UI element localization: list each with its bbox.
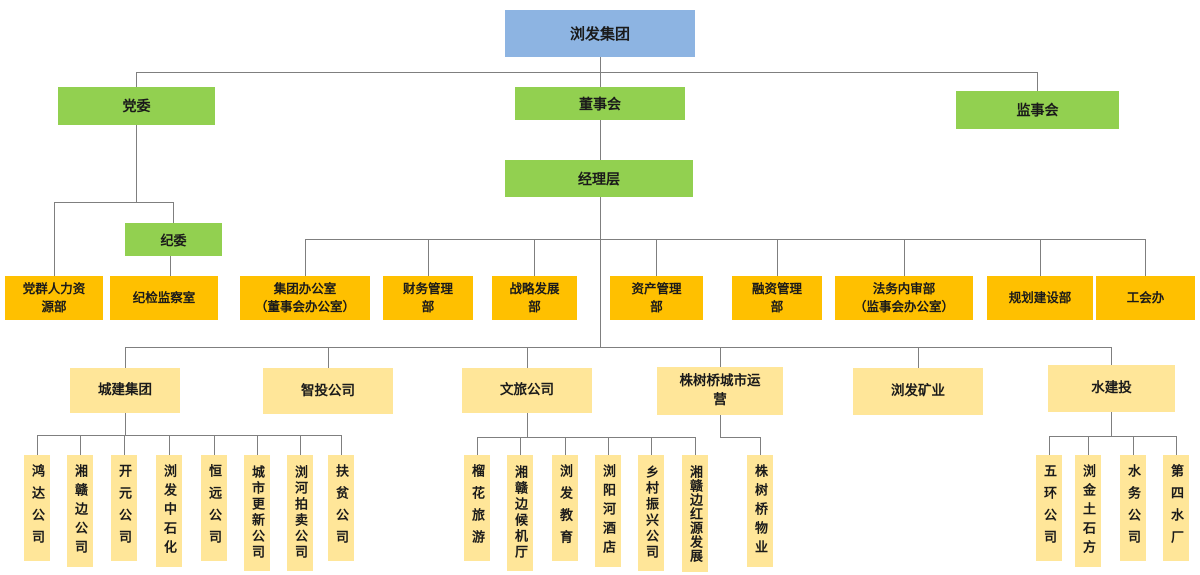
node-urban-renewal-company: 城市更新公司 — [244, 455, 270, 571]
node-hengyuan-company: 恒远公司 — [201, 455, 227, 561]
connector-line — [54, 202, 174, 203]
connector-line — [170, 256, 171, 276]
connector-line — [305, 239, 1146, 240]
node-zhushuqiao-urban-operation: 株树桥城市运 营 — [657, 367, 783, 415]
connector-line — [720, 437, 761, 438]
connector-line — [257, 435, 258, 455]
connector-line — [656, 239, 657, 276]
connector-line — [428, 239, 429, 276]
node-shuiwu-company: 水务公司 — [1120, 455, 1146, 561]
node-board-of-directors: 董事会 — [515, 87, 685, 120]
connector-line — [1111, 412, 1112, 436]
connector-line — [341, 435, 342, 455]
connector-line — [125, 347, 1112, 348]
node-strategy-development-dept: 战略发展 部 — [492, 276, 577, 320]
node-liuhe-auction-company: 浏河拍卖公司 — [287, 455, 313, 571]
connector-line — [1049, 436, 1050, 455]
node-xiangganbian-company: 湘赣边公司 — [67, 455, 93, 567]
connector-line — [720, 347, 721, 367]
node-rural-revitalization-company: 乡村振兴公司 — [638, 455, 664, 571]
connector-line — [527, 347, 528, 368]
node-kaiyuan-company: 开元公司 — [111, 455, 137, 561]
connector-line — [477, 437, 478, 455]
node-xiangganbian-hongyuan-dev: 湘赣边红源发展 — [682, 455, 708, 572]
node-liufa-group: 浏发集团 — [505, 10, 695, 57]
node-shuijiantou: 水建投 — [1048, 365, 1175, 412]
node-party-mass-hr-dept: 党群人力资 源部 — [5, 276, 103, 320]
connector-line — [695, 437, 696, 455]
connector-line — [608, 437, 609, 455]
connector-line — [600, 72, 601, 87]
connector-line — [136, 125, 137, 202]
connector-line — [136, 72, 137, 87]
node-zhushuqiao-property: 株树桥物业 — [747, 455, 773, 567]
node-xiangganbian-terminal: 湘赣边候机厅 — [507, 455, 533, 571]
node-zhitou-company: 智投公司 — [263, 368, 393, 414]
node-group-office: 集团办公室 （董事会办公室） — [240, 276, 370, 320]
connector-line — [214, 435, 215, 455]
node-hongda-company: 鸿达公司 — [24, 455, 50, 561]
node-planning-construction-dept: 规划建设部 — [987, 276, 1093, 320]
connector-line — [520, 437, 521, 455]
connector-line — [1133, 436, 1134, 455]
connector-line — [918, 347, 919, 368]
node-labor-union-office: 工会办 — [1096, 276, 1195, 320]
connector-line — [651, 437, 652, 455]
node-financing-management-dept: 融资管理 部 — [732, 276, 822, 320]
node-legal-internal-audit-dept: 法务内审部 （监事会办公室） — [835, 276, 973, 320]
connector-line — [1111, 347, 1112, 365]
connector-line — [37, 435, 38, 455]
connector-line — [477, 437, 696, 438]
connector-line — [136, 72, 1038, 73]
connector-line — [125, 347, 126, 368]
node-discipline-inspection-office: 纪检监察室 — [110, 276, 218, 320]
node-liufa-mining: 浏发矿业 — [853, 368, 983, 415]
node-liufa-sinopec: 浏发中石化 — [156, 455, 182, 567]
node-chengjian-group: 城建集团 — [70, 368, 180, 413]
connector-line — [37, 435, 342, 436]
node-fupin-company: 扶贫公司 — [328, 455, 354, 561]
node-wenlv-company: 文旅公司 — [462, 368, 592, 413]
node-management-level: 经理层 — [505, 160, 693, 197]
connector-line — [54, 202, 55, 276]
node-party-committee: 党委 — [58, 87, 215, 125]
connector-line — [600, 57, 601, 72]
connector-line — [328, 347, 329, 368]
connector-line — [173, 202, 174, 223]
node-finance-management-dept: 财务管理 部 — [383, 276, 473, 320]
connector-line — [1049, 436, 1177, 437]
connector-line — [600, 120, 601, 160]
node-liujin-earthwork: 浏金土石方 — [1075, 455, 1101, 567]
node-liufa-education: 浏发教育 — [552, 455, 578, 561]
node-liuyanghe-hotel: 浏阳河酒店 — [595, 455, 621, 567]
connector-line — [124, 435, 125, 455]
connector-line — [1088, 436, 1089, 455]
connector-line — [600, 197, 601, 347]
connector-line — [300, 435, 301, 455]
connector-line — [1040, 239, 1041, 276]
node-liuhua-tourism: 榴花旅游 — [464, 455, 490, 561]
connector-line — [720, 415, 721, 437]
node-supervisory-board: 监事会 — [956, 91, 1119, 129]
connector-line — [527, 413, 528, 437]
connector-line — [80, 435, 81, 455]
node-asset-management-dept: 资产管理 部 — [610, 276, 703, 320]
connector-line — [565, 437, 566, 455]
connector-line — [125, 413, 126, 435]
connector-line — [904, 239, 905, 276]
connector-line — [777, 239, 778, 276]
connector-line — [1037, 72, 1038, 91]
connector-line — [760, 437, 761, 455]
connector-line — [169, 435, 170, 455]
node-discipline-committee: 纪委 — [125, 223, 222, 256]
connector-line — [534, 239, 535, 276]
connector-line — [305, 239, 306, 276]
connector-line — [1145, 239, 1146, 276]
node-wuhuan-company: 五环公司 — [1036, 455, 1062, 561]
connector-line — [1176, 436, 1177, 455]
node-no4-waterworks: 第四水厂 — [1163, 455, 1189, 561]
